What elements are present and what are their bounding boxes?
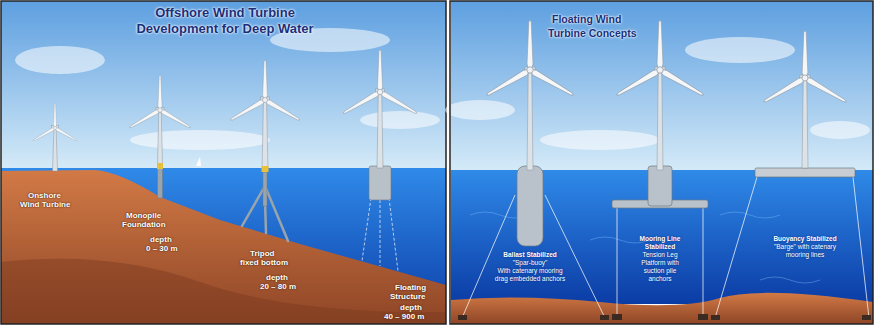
right-panel xyxy=(445,1,873,324)
monopile-turbine xyxy=(129,75,192,198)
concept-heading: Mooring Line xyxy=(640,236,681,243)
structure-label: depth xyxy=(266,274,288,282)
structure-label: Tripod xyxy=(250,250,274,258)
structure-label: Monopile xyxy=(126,212,161,220)
structure-label: depth xyxy=(400,304,422,312)
structure-label: Wind Turbine xyxy=(20,201,70,209)
spar-buoy-turbine xyxy=(458,20,609,320)
concept-caption: mooring lines xyxy=(786,252,825,259)
floating-turbine xyxy=(342,50,418,272)
onshore-turbine xyxy=(33,103,78,171)
concept-heading: Ballast Stabilized xyxy=(503,252,556,259)
concept-caption: "Barge" with catenary xyxy=(774,244,836,251)
concept-caption: Tension Leg xyxy=(642,252,677,259)
concept-caption: "Spar-buoy" xyxy=(513,260,548,267)
left-panel xyxy=(1,1,446,324)
concept-heading: Buoyancy Stabilized xyxy=(773,236,836,243)
concept-caption: drag embedded anchors xyxy=(495,276,565,283)
concept-caption: With catenary mooring xyxy=(497,268,562,275)
concept-heading: Stabilized xyxy=(645,244,675,251)
structure-label: Floating xyxy=(395,284,426,292)
tripod-turbine xyxy=(229,60,301,241)
panel-title: Offshore Wind Turbine xyxy=(155,6,295,19)
structure-label: fixed bottom xyxy=(240,259,288,267)
sky xyxy=(1,1,446,171)
tension-leg-turbine xyxy=(612,20,708,320)
panel-frame xyxy=(1,1,446,324)
clouds xyxy=(15,28,440,150)
sky xyxy=(451,1,873,173)
structure-label: 20 – 80 m xyxy=(260,283,296,291)
structure-label: Onshore xyxy=(28,192,61,200)
rock-layer xyxy=(1,259,446,324)
panel-title: Turbine Concepts xyxy=(548,28,636,39)
concept-caption: Platform with xyxy=(641,260,679,267)
concept-caption: suction pile xyxy=(644,268,677,275)
structure-label: 0 – 30 m xyxy=(146,245,178,253)
concept-caption: anchors xyxy=(648,276,671,283)
panel-title: Development for Deep Water xyxy=(136,22,313,35)
sailboat xyxy=(196,157,201,166)
panel-frame xyxy=(450,1,873,324)
structure-label: 40 – 900 m xyxy=(384,313,424,321)
structure-label: Foundation xyxy=(122,221,166,229)
seabed xyxy=(451,293,873,324)
barge-turbine xyxy=(711,30,871,320)
panel-title: Floating Wind xyxy=(552,14,621,25)
structure-label: Structure xyxy=(390,293,426,301)
structure-label: depth xyxy=(150,236,172,244)
